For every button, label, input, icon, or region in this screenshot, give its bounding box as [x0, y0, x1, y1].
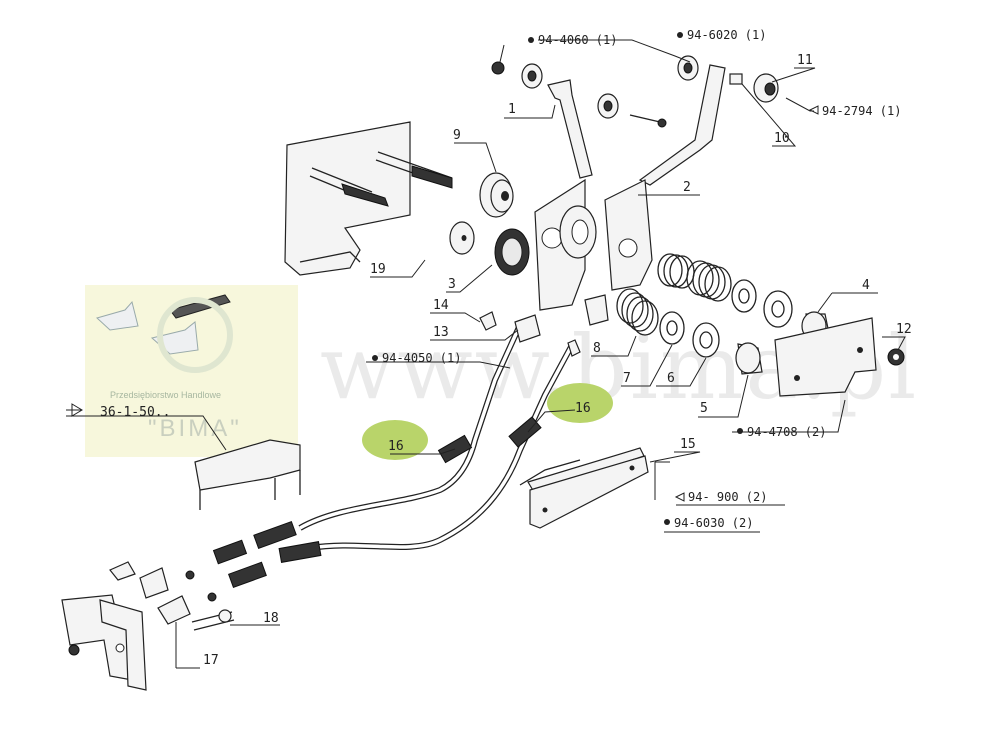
ref-94-4060: 94-4060 (1)	[528, 33, 617, 47]
small-parts	[109, 311, 497, 631]
callout-9: 9	[453, 128, 461, 143]
bracket-15	[519, 447, 649, 529]
ref-94-4050: 94-4050 (1)	[372, 351, 461, 365]
bracket-assembly-9	[284, 121, 530, 276]
callout-13: 13	[433, 325, 449, 340]
ref-94-2794: 94-2794 (1)	[808, 104, 901, 118]
callout-15: 15	[680, 437, 696, 452]
ref-94-900: 94- 900 (2)	[674, 490, 785, 506]
callout-16-right: 16	[575, 401, 591, 416]
lever-2	[604, 64, 726, 291]
callout-8: 8	[593, 341, 601, 356]
callout-12: 12	[896, 322, 912, 337]
ref-94-6030: 94-6030 (2)	[664, 516, 760, 533]
callout-17: 17	[203, 653, 219, 668]
callout-3: 3	[448, 277, 456, 292]
bracket-36-1-50	[194, 439, 301, 510]
highlight-16-left	[362, 420, 428, 460]
callout-11: 11	[797, 53, 813, 68]
cables-16	[212, 294, 609, 589]
ref-94-6020-text: 94-6020 (1)	[687, 28, 766, 42]
top-hardware	[491, 55, 779, 128]
callout-10: 10	[774, 131, 790, 146]
callout-6: 6	[667, 371, 675, 386]
ref-36-1-50: 36-1-50..	[66, 403, 170, 420]
watermark-company-line: Przedsiębiorstwo Handlowe	[110, 390, 221, 400]
watermark-company-name: "BIMA"	[148, 415, 242, 442]
callout-5: 5	[700, 401, 708, 416]
springs-washers	[616, 253, 831, 375]
callout-2: 2	[683, 180, 691, 195]
ref-94-4708-text: 94-4708 (2)	[747, 425, 826, 439]
ref-94-6030-text: 94-6030 (2)	[674, 516, 753, 530]
callout-18: 18	[263, 611, 279, 626]
ref-36-1-50-text: 36-1-50..	[100, 405, 170, 420]
lever-1	[534, 79, 597, 311]
ref-94-6020: 94-6020 (1)	[677, 28, 766, 42]
ref-94-2794-text: 94-2794 (1)	[822, 104, 901, 118]
leader-lines	[66, 39, 906, 669]
plate-4	[774, 317, 905, 397]
ref-94-4060-text: 94-4060 (1)	[538, 33, 617, 47]
ref-94-4050-text: 94-4050 (1)	[382, 351, 461, 365]
bottom-left-bracket	[61, 594, 147, 691]
callout-19: 19	[370, 262, 386, 277]
callout-16-left: 16	[388, 439, 404, 454]
highlight-16-right	[547, 383, 613, 423]
callout-4: 4	[862, 278, 870, 293]
watermark-logo-panel: Przedsiębiorstwo Handlowe "BIMA"	[85, 285, 298, 457]
ref-94-4708: 94-4708 (2)	[737, 425, 826, 439]
ref-94-900-text: 94- 900 (2)	[688, 490, 767, 504]
callout-14: 14	[433, 298, 449, 313]
callout-7: 7	[623, 371, 631, 386]
callout-1: 1	[508, 102, 516, 117]
